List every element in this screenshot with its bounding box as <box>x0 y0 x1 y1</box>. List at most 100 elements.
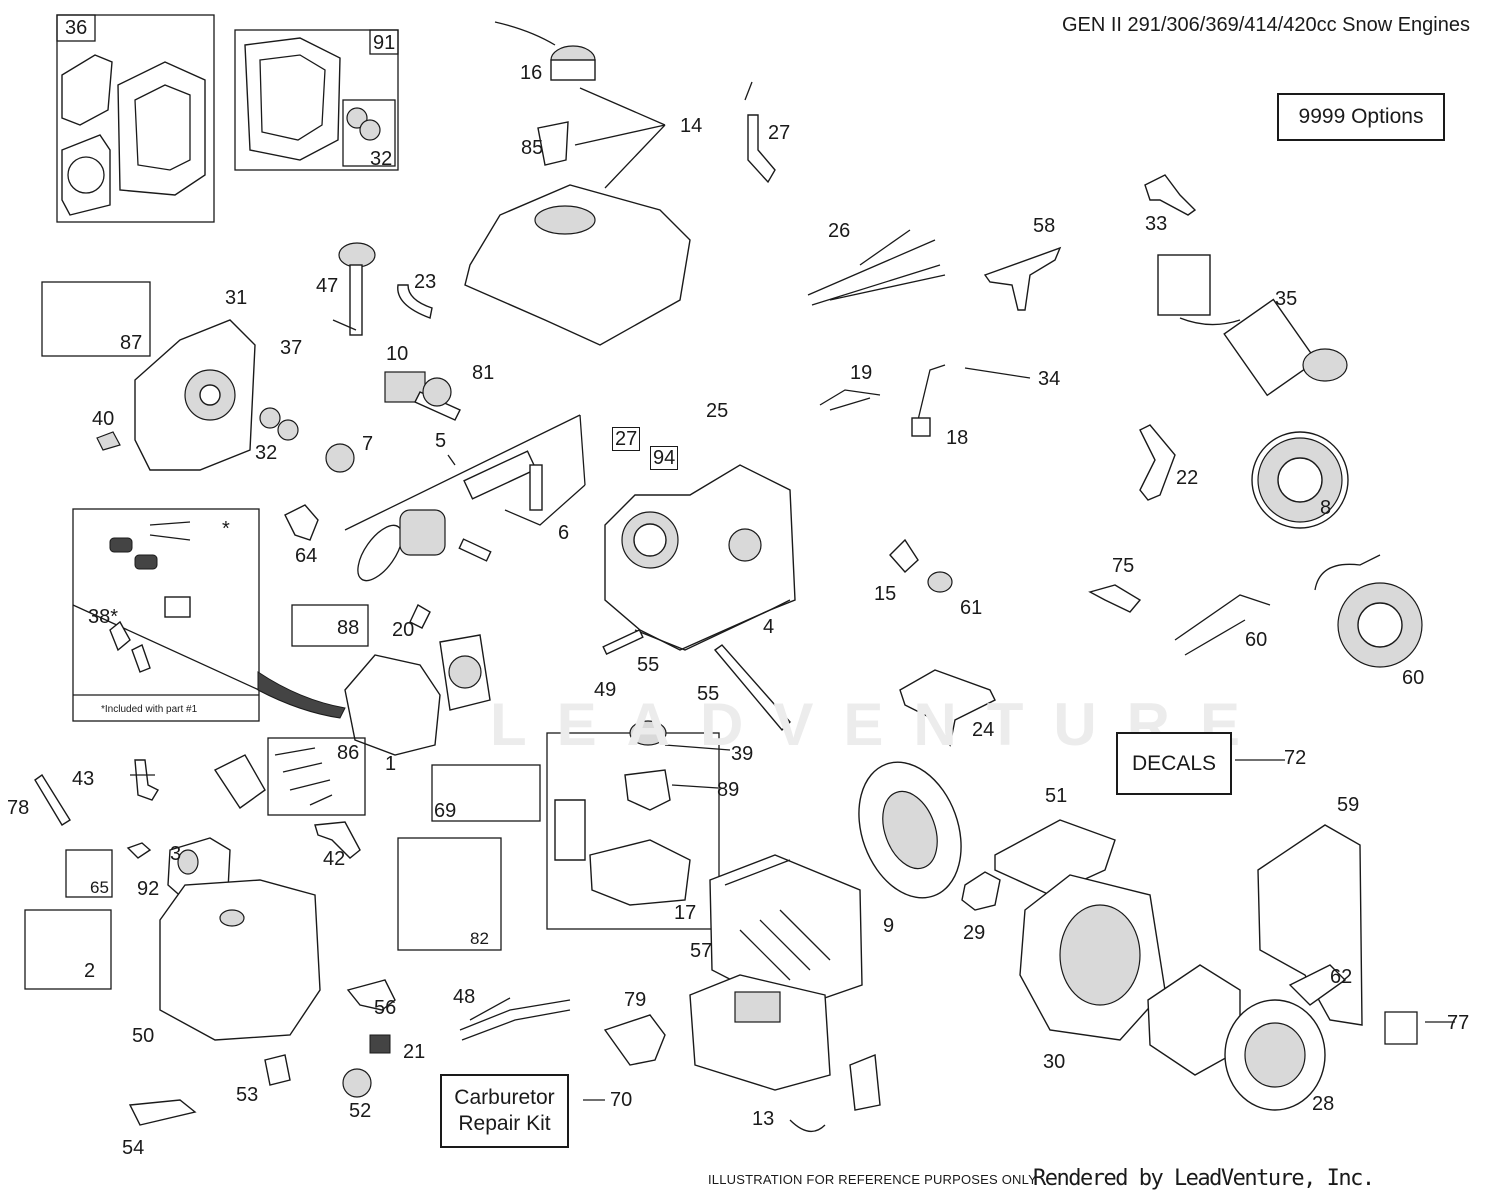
part-label-36[interactable]: 36 <box>65 17 88 39</box>
knob-61 <box>927 571 953 593</box>
part-label-59[interactable]: 59 <box>1337 794 1360 816</box>
part-label-40[interactable]: 40 <box>92 408 115 430</box>
part-label-70[interactable]: 70 <box>610 1089 633 1111</box>
part-label-43[interactable]: 43 <box>72 768 95 790</box>
part-label-78[interactable]: 78 <box>7 797 30 819</box>
part-label-87[interactable]: 87 <box>120 332 143 354</box>
part-label-21[interactable]: 21 <box>403 1041 426 1063</box>
part-label-77[interactable]: 77 <box>1447 1012 1470 1034</box>
part-label-7[interactable]: 7 <box>362 433 374 455</box>
part-label-6[interactable]: 6 <box>558 522 570 544</box>
muffler-13 <box>689 974 881 1132</box>
part-label-27[interactable]: 27 <box>768 122 791 144</box>
part-label-60[interactable]: 60 <box>1245 629 1268 651</box>
part-label-61[interactable]: 61 <box>960 597 983 619</box>
part-label-60-b[interactable]: 60 <box>1402 667 1425 689</box>
part-label-58[interactable]: 58 <box>1033 215 1056 237</box>
carburetor-repair-kit-link[interactable]: Carburetor Repair Kit <box>440 1074 569 1148</box>
part-label-22[interactable]: 22 <box>1176 467 1199 489</box>
bolt-box-86 <box>267 737 366 816</box>
watermark: LEADVENTURE <box>490 691 1271 758</box>
bracket-42 <box>314 821 361 859</box>
intake-3-port <box>177 849 199 875</box>
part-label-15[interactable]: 15 <box>874 583 897 605</box>
part-label-52[interactable]: 52 <box>349 1100 372 1122</box>
plug-40 <box>96 431 121 451</box>
recoil-starter-28 <box>1224 964 1347 1111</box>
part-label-31[interactable]: 31 <box>225 287 248 309</box>
part-label-91[interactable]: 91 <box>373 32 396 54</box>
tube-55 <box>713 644 791 732</box>
part-label-2[interactable]: 2 <box>84 960 96 982</box>
part-label-13[interactable]: 13 <box>752 1108 775 1130</box>
part-label-57[interactable]: 57 <box>690 940 713 962</box>
part-label-75[interactable]: 75 <box>1112 555 1135 577</box>
part-label-39[interactable]: 39 <box>731 743 754 765</box>
part-label-18[interactable]: 18 <box>946 427 969 449</box>
part-label-3[interactable]: 3 <box>170 843 182 865</box>
decals-link[interactable]: DECALS <box>1116 732 1232 795</box>
part-label-48[interactable]: 48 <box>453 986 476 1008</box>
part-label-26[interactable]: 26 <box>828 220 851 242</box>
part-label-92[interactable]: 92 <box>137 878 160 900</box>
part-label-32-b[interactable]: 32 <box>255 442 278 464</box>
part-label-64[interactable]: 64 <box>295 545 318 567</box>
part-label-27-b[interactable]: 27 <box>612 427 641 451</box>
part-label-89[interactable]: 89 <box>717 779 740 801</box>
part-label-10[interactable]: 10 <box>386 343 409 365</box>
part-label-53[interactable]: 53 <box>236 1084 259 1106</box>
part-label-56[interactable]: 56 <box>374 997 397 1019</box>
part-label-32[interactable]: 32 <box>370 148 393 170</box>
part-label-79[interactable]: 79 <box>624 989 647 1011</box>
bracket-33 <box>1144 174 1197 216</box>
part-label-19[interactable]: 19 <box>850 362 873 384</box>
part-label-5[interactable]: 5 <box>435 430 447 452</box>
part-label-9[interactable]: 9 <box>883 915 895 937</box>
fuel-valve-15 <box>889 538 919 573</box>
part-label-50[interactable]: 50 <box>132 1025 155 1047</box>
part-label-34[interactable]: 34 <box>1038 368 1061 390</box>
grommet-52 <box>342 1068 372 1098</box>
part-label-72[interactable]: 72 <box>1284 747 1307 769</box>
part-label-51[interactable]: 51 <box>1045 785 1068 807</box>
part-label-14[interactable]: 14 <box>680 115 703 137</box>
part-label-1[interactable]: 1 <box>385 753 397 775</box>
part-label-65[interactable]: 65 <box>90 878 109 897</box>
part-label-8[interactable]: 8 <box>1320 497 1332 519</box>
part-label-86[interactable]: 86 <box>337 742 360 764</box>
part-label-33[interactable]: 33 <box>1145 213 1168 235</box>
part-label-62[interactable]: 62 <box>1330 966 1353 988</box>
part-label-23[interactable]: 23 <box>414 271 437 293</box>
part-label-20[interactable]: 20 <box>392 619 415 641</box>
part-label-16[interactable]: 16 <box>520 62 543 84</box>
part-label-42[interactable]: 42 <box>323 848 346 870</box>
choke-lever-27 <box>744 81 776 184</box>
diagram-title: GEN II 291/306/369/414/420cc Snow Engine… <box>1061 14 1470 36</box>
part-label-85[interactable]: 85 <box>521 137 544 159</box>
part-label-94[interactable]: 94 <box>650 446 679 470</box>
part-label-37[interactable]: 37 <box>280 337 303 359</box>
pin-55 <box>602 628 644 656</box>
part-label-55[interactable]: 55 <box>637 654 660 676</box>
part-label-47[interactable]: 47 <box>316 275 339 297</box>
part-label-69[interactable]: 69 <box>434 800 457 822</box>
part-label-28[interactable]: 28 <box>1312 1093 1335 1115</box>
part-label-81[interactable]: 81 <box>472 362 495 384</box>
part-label-25[interactable]: 25 <box>706 400 729 422</box>
options-link[interactable]: 9999 Options <box>1277 93 1445 141</box>
part-label-88[interactable]: 88 <box>337 617 360 639</box>
part-label-55-b[interactable]: 55 <box>697 683 720 705</box>
part-label-35[interactable]: 35 <box>1275 288 1298 310</box>
part-label-38[interactable]: 38* <box>88 606 119 628</box>
part-label-82[interactable]: 82 <box>470 929 489 948</box>
part-label-49[interactable]: 49 <box>594 679 617 701</box>
part-label-54[interactable]: 54 <box>122 1137 145 1159</box>
screw-92 <box>126 842 152 859</box>
bracket-22 <box>1139 424 1176 501</box>
part-label-17[interactable]: 17 <box>674 902 697 924</box>
part-label-30[interactable]: 30 <box>1043 1051 1066 1073</box>
part-label-29[interactable]: 29 <box>963 922 986 944</box>
part-label-24[interactable]: 24 <box>972 719 995 741</box>
part-label-4[interactable]: 4 <box>763 616 775 638</box>
